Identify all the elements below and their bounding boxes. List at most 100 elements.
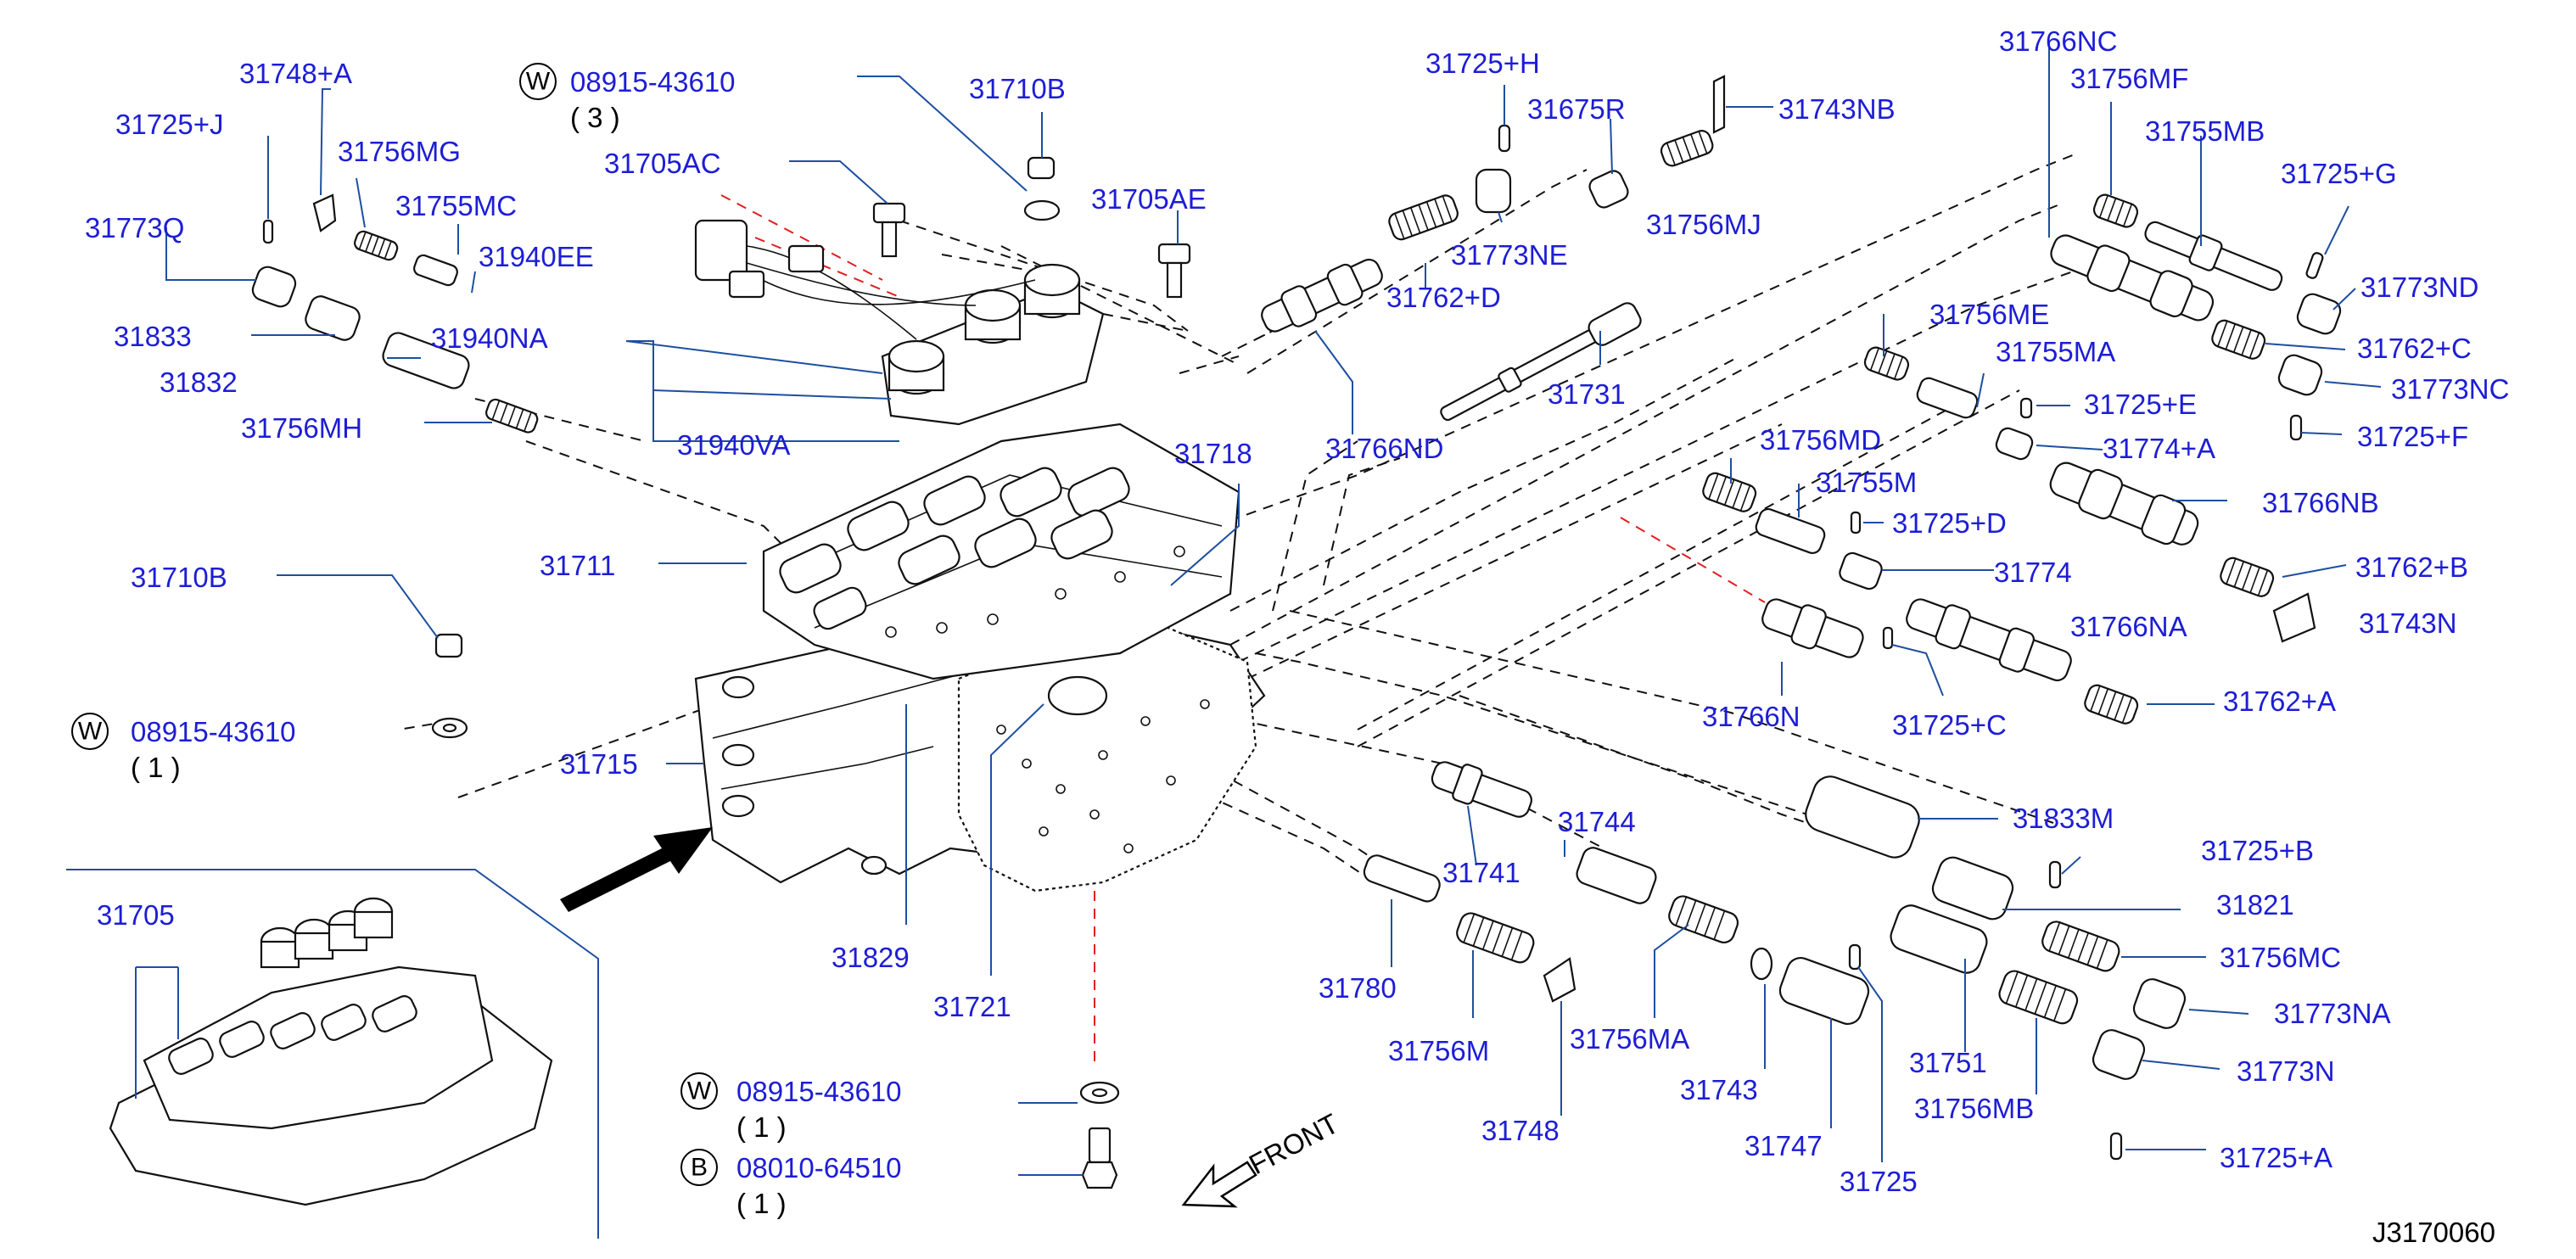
label-31756me: 31756ME	[1929, 299, 2049, 330]
front-label: FRONT	[1244, 1107, 1344, 1180]
label-31832: 31832	[160, 367, 238, 398]
label-31774: 31774	[1994, 557, 2072, 588]
assembly-inset	[66, 869, 599, 1239]
label-31940ee: 31940EE	[479, 241, 594, 272]
label-31766n: 31766N	[1702, 701, 1800, 732]
label-31756md: 31756MD	[1760, 424, 1881, 456]
bottom-fasteners	[1079, 1081, 1120, 1189]
label-31773q: 31773Q	[85, 212, 184, 243]
w-top-part-number: 08915-43610	[570, 66, 736, 98]
fastener-b-bottom: B 08010-64510 ( 1 )	[680, 1149, 902, 1219]
label-31940va: 31940VA	[677, 429, 790, 461]
fastener-w-bottom: W 08915-43610 ( 1 )	[680, 1072, 902, 1143]
valve-spools	[779, 467, 1130, 630]
top-center-parts	[872, 75, 1726, 422]
label-31773nc: 31773NC	[2391, 373, 2509, 405]
assembly-dashed-lines	[398, 152, 2122, 883]
label-31731: 31731	[1548, 378, 1626, 410]
label-31756mb: 31756MB	[1914, 1093, 2034, 1124]
label-31756mj: 31756MJ	[1646, 209, 1761, 240]
diagram-code: J3170060	[2372, 1217, 2495, 1248]
label-31780: 31780	[1319, 972, 1397, 1004]
label-31755m: 31755M	[1816, 467, 1917, 498]
label-31718: 31718	[1174, 438, 1252, 469]
w-bottom-part-number: 08915-43610	[736, 1076, 902, 1107]
label-31755mb: 31755MB	[2145, 115, 2265, 147]
label-31743nb: 31743NB	[1778, 93, 1896, 125]
label-31766nb: 31766NB	[2262, 487, 2379, 518]
w-circle-icon: W	[78, 718, 103, 746]
leader-lines	[165, 42, 2382, 1176]
label-31725-c: 31725+C	[1892, 709, 2007, 741]
reference-red-dashes	[720, 194, 1766, 1069]
label-31725-j: 31725+J	[115, 109, 224, 140]
label-31773ne: 31773NE	[1451, 239, 1568, 271]
label-31755ma: 31755MA	[1996, 336, 2115, 367]
lower-parts	[1363, 761, 2187, 1161]
label-31743n: 31743N	[2359, 607, 2457, 639]
label-31705: 31705	[97, 899, 175, 931]
label-31762-a: 31762+A	[2223, 685, 2336, 717]
label-31762-d: 31762+D	[1386, 282, 1501, 313]
label-31766na: 31766NA	[2070, 611, 2187, 642]
label-31747: 31747	[1744, 1130, 1823, 1161]
label-31829: 31829	[832, 942, 910, 973]
label-31744: 31744	[1558, 806, 1636, 837]
label-31725-a: 31725+A	[2220, 1142, 2332, 1173]
b-circle-icon: B	[691, 1154, 708, 1182]
label-31762-c: 31762+C	[2357, 333, 2472, 364]
big-arrow	[560, 827, 713, 912]
valve-body-assembly	[694, 219, 1266, 892]
w-left-part-number: 08915-43610	[131, 716, 296, 747]
label-31705ae: 31705AE	[1091, 183, 1207, 215]
label-31711: 31711	[540, 550, 615, 581]
label-31940na: 31940NA	[431, 322, 548, 354]
label-31773n: 31773N	[2237, 1055, 2335, 1087]
label-31725: 31725	[1840, 1166, 1918, 1197]
label-31756mf: 31756MF	[2070, 63, 2188, 94]
label-31766nc: 31766NC	[1999, 25, 2117, 57]
label-31821: 31821	[2216, 889, 2294, 920]
label-31725-b: 31725+B	[2201, 835, 2314, 866]
w-circle-icon: W	[526, 68, 551, 96]
label-31762-b: 31762+B	[2355, 551, 2468, 583]
fastener-w-left: W 08915-43610 ( 1 )	[71, 713, 296, 783]
label-31756ma: 31756MA	[1570, 1023, 1689, 1055]
left-parts	[251, 193, 539, 739]
label-31725-e: 31725+E	[2084, 389, 2197, 420]
label-31743: 31743	[1680, 1074, 1758, 1105]
right-parts	[1702, 193, 2342, 725]
label-31748-a: 31748+A	[239, 58, 352, 89]
label-31710b-left: 31710B	[131, 562, 227, 593]
label-31725-g: 31725+G	[2281, 158, 2397, 189]
label-31725-h: 31725+H	[1425, 48, 1540, 79]
label-31748: 31748	[1481, 1115, 1560, 1146]
label-31756mh: 31756MH	[241, 412, 362, 444]
label-31725-d: 31725+D	[1892, 507, 2007, 539]
label-31725-f: 31725+F	[2357, 421, 2468, 452]
b-bottom-qty: ( 1 )	[736, 1188, 787, 1219]
label-31766nd: 31766ND	[1325, 433, 1443, 464]
front-arrow-icon	[1181, 1161, 1257, 1208]
part-labels: 31748+A 31725+J 31756MG 31755MC 31940EE …	[85, 25, 2509, 1197]
label-31721: 31721	[933, 991, 1011, 1022]
label-31715: 31715	[560, 748, 638, 780]
label-31755mc: 31755MC	[395, 190, 517, 221]
label-31751: 31751	[1909, 1047, 1987, 1078]
label-31756mg: 31756MG	[338, 136, 461, 167]
label-31675r: 31675R	[1527, 93, 1626, 125]
label-31833m: 31833M	[2013, 803, 2114, 834]
label-31710b-top: 31710B	[969, 73, 1066, 104]
label-31773na: 31773NA	[2274, 998, 2391, 1029]
label-31774-a: 31774+A	[2103, 433, 2215, 464]
fastener-w-top: W 08915-43610 ( 3 )	[519, 63, 736, 133]
label-31833: 31833	[114, 321, 192, 352]
label-31756m: 31756M	[1388, 1035, 1489, 1066]
label-31756mc: 31756MC	[2220, 942, 2341, 973]
w-circle-icon: W	[687, 1077, 712, 1105]
w-left-qty: ( 1 )	[131, 752, 181, 783]
w-bottom-qty: ( 1 )	[736, 1111, 787, 1143]
label-31773nd: 31773ND	[2360, 271, 2478, 303]
label-31741: 31741	[1442, 857, 1520, 888]
